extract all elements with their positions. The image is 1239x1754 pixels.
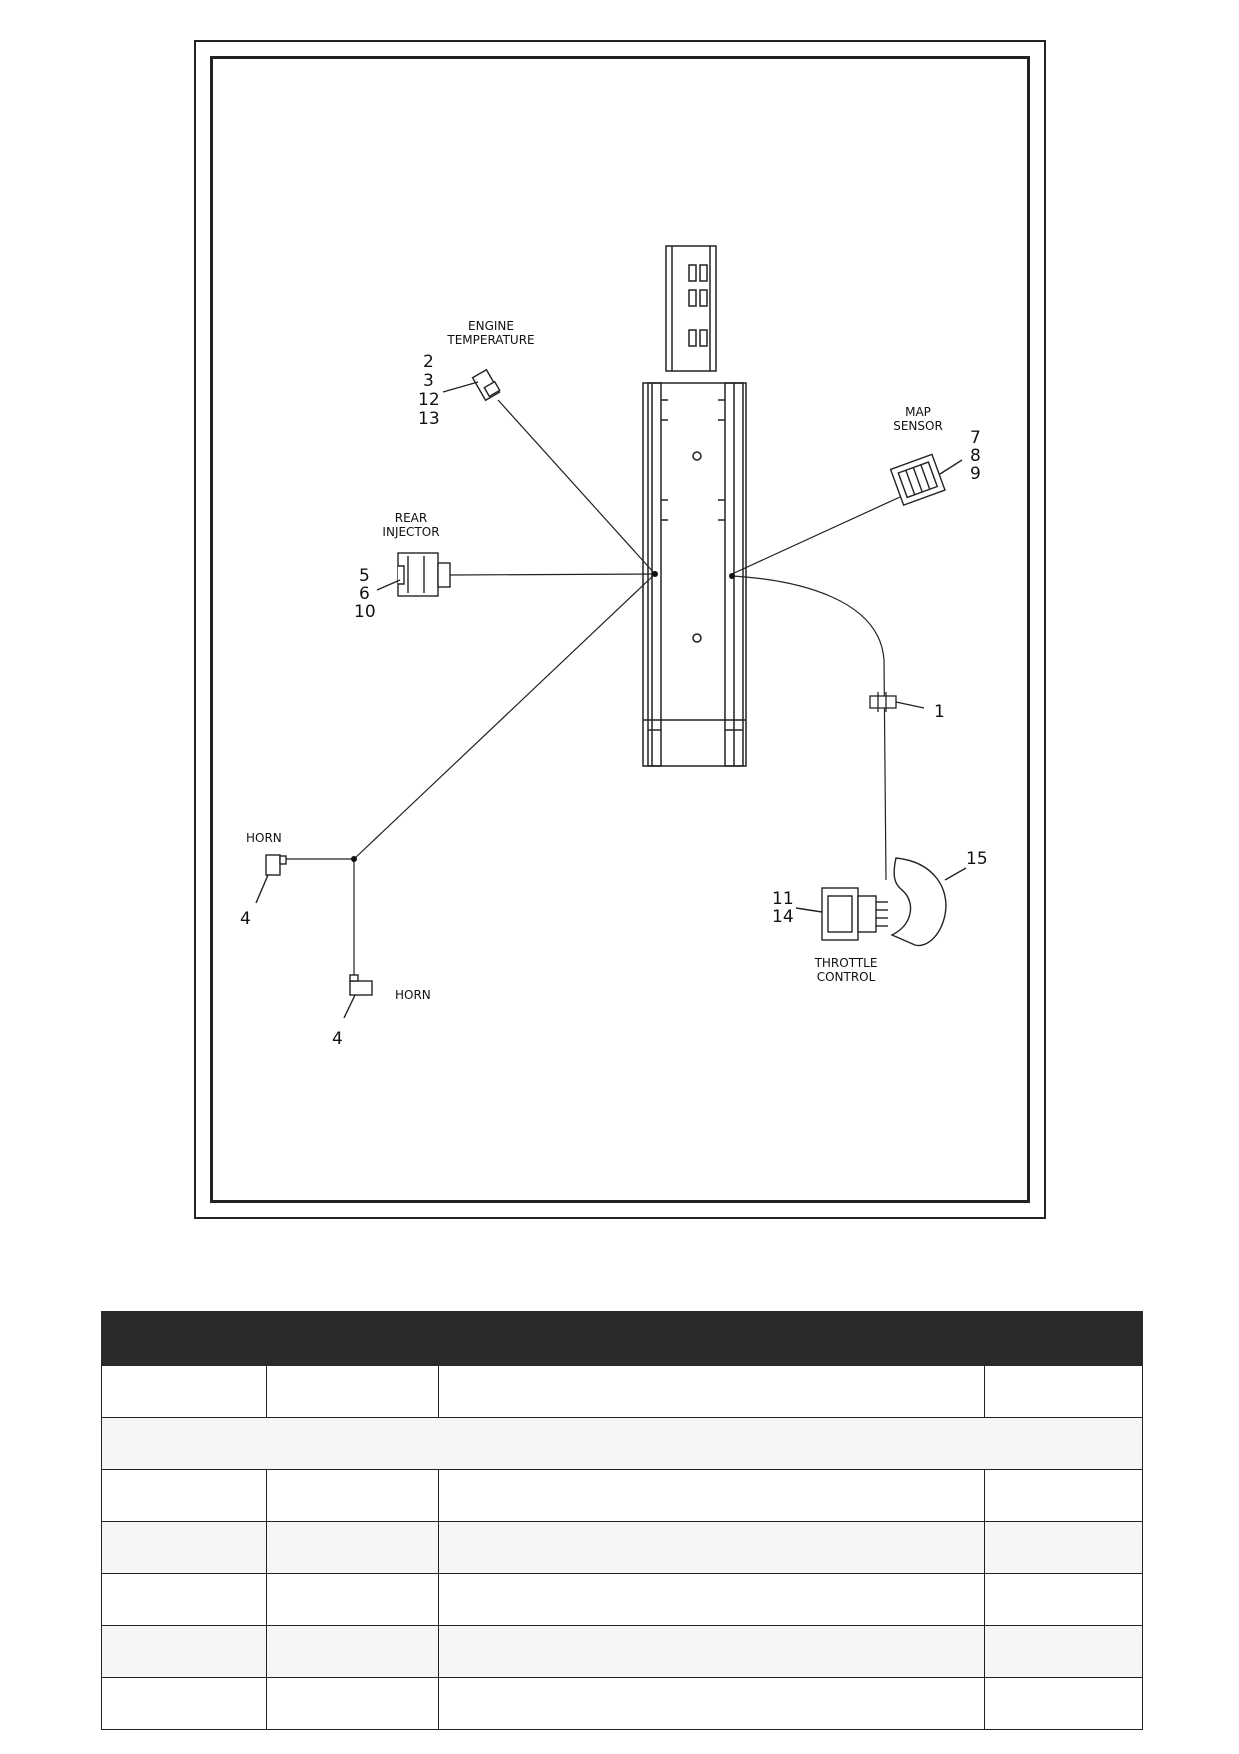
chassis-frame: [642, 245, 747, 767]
label-horn-bottom: HORN: [395, 988, 431, 1002]
throttle-control-connector: [795, 887, 888, 941]
callout-7: 7: [970, 428, 981, 448]
table-cell: [438, 1677, 985, 1730]
component-labels: ENGINE TEMPERATURE MAP SENSOR REAR INJEC…: [246, 319, 943, 1002]
table-cell: [438, 1625, 985, 1678]
table-cell: [266, 1677, 439, 1730]
table-cell: [984, 1521, 1143, 1574]
inline-connector: [869, 692, 925, 712]
label-throttle-control-line1: THROTTLE: [814, 956, 878, 970]
table-cell: [266, 1521, 439, 1574]
callout-9: 9: [970, 464, 981, 484]
table-cell: [438, 1573, 985, 1626]
table-cell: [984, 1677, 1143, 1730]
table-header-cell: [101, 1311, 267, 1366]
callout-4-bottom: 4: [332, 1029, 343, 1049]
table-cell: [984, 1469, 1143, 1522]
table-section-cell: [101, 1417, 1143, 1470]
table-cell: [266, 1573, 439, 1626]
table-cell: [438, 1365, 985, 1418]
engine-temperature-sensor: [442, 368, 501, 402]
table-cell: [984, 1573, 1143, 1626]
table-cell: [984, 1365, 1143, 1418]
table-cell: [438, 1469, 985, 1522]
label-throttle-control-line2: CONTROL: [817, 970, 876, 984]
callout-5: 5: [359, 566, 370, 586]
table-cell: [101, 1469, 267, 1522]
callout-15: 15: [966, 849, 988, 869]
wire-engine-temperature: [497, 399, 656, 575]
wire-map-sensor: [731, 496, 901, 575]
table-header-cell: [266, 1311, 439, 1366]
callout-10: 10: [354, 602, 376, 622]
table-cell: [101, 1521, 267, 1574]
label-map-sensor-line1: MAP: [905, 405, 931, 419]
table-cell: [101, 1677, 267, 1730]
label-rear-injector-line2: INJECTOR: [382, 525, 439, 539]
callout-4-left: 4: [240, 909, 251, 929]
callout-14: 14: [772, 907, 794, 927]
harness-wires: [282, 399, 901, 975]
callout-numbers: 2 3 12 13 7 8 9 5 6 10 1 11 14 15 4 4: [240, 352, 988, 1049]
label-engine-temperature-line2: TEMPERATURE: [446, 333, 534, 347]
table-section-row: [101, 1417, 1143, 1470]
throttle-boot: [890, 857, 967, 947]
table-header-row: [101, 1311, 1143, 1366]
callout-12: 12: [418, 390, 440, 410]
wire-throttle: [731, 575, 887, 881]
table-cell: [266, 1469, 439, 1522]
table-cell: [266, 1365, 439, 1418]
callout-6: 6: [359, 584, 370, 604]
label-map-sensor-line2: SENSOR: [893, 419, 943, 433]
drawing-frame-outer: [194, 40, 1046, 1219]
horn-left: [255, 854, 287, 904]
label-rear-injector-line1: REAR: [395, 511, 427, 525]
table-row: [101, 1677, 1143, 1730]
callout-3: 3: [423, 371, 434, 391]
table-row: [101, 1365, 1143, 1418]
callout-1: 1: [934, 702, 945, 722]
table-row: [101, 1573, 1143, 1626]
horn-bottom: [343, 974, 373, 1019]
table-row: [101, 1469, 1143, 1522]
callout-2: 2: [423, 352, 434, 372]
callout-8: 8: [970, 446, 981, 466]
label-horn-left: HORN: [246, 831, 282, 845]
parts-table: [101, 1311, 1143, 1730]
table-header-cell: [984, 1311, 1143, 1366]
callout-13: 13: [418, 409, 440, 429]
junction-points: [351, 571, 735, 862]
table-cell: [101, 1573, 267, 1626]
wire-rear-injector: [449, 573, 656, 576]
drawing-frame-inner: [210, 56, 1030, 1203]
table-cell: [101, 1625, 267, 1678]
table-row: [101, 1625, 1143, 1678]
label-engine-temperature-line1: ENGINE: [468, 319, 514, 333]
table-cell: [101, 1365, 267, 1418]
table-cell: [438, 1521, 985, 1574]
table-cell: [984, 1625, 1143, 1678]
wire-horn-main: [353, 573, 656, 860]
table-cell: [266, 1625, 439, 1678]
table-header-cell: [438, 1311, 985, 1366]
callout-11: 11: [772, 889, 794, 909]
rear-injector-connector: [376, 552, 451, 597]
table-row: [101, 1521, 1143, 1574]
map-sensor: [889, 453, 963, 507]
